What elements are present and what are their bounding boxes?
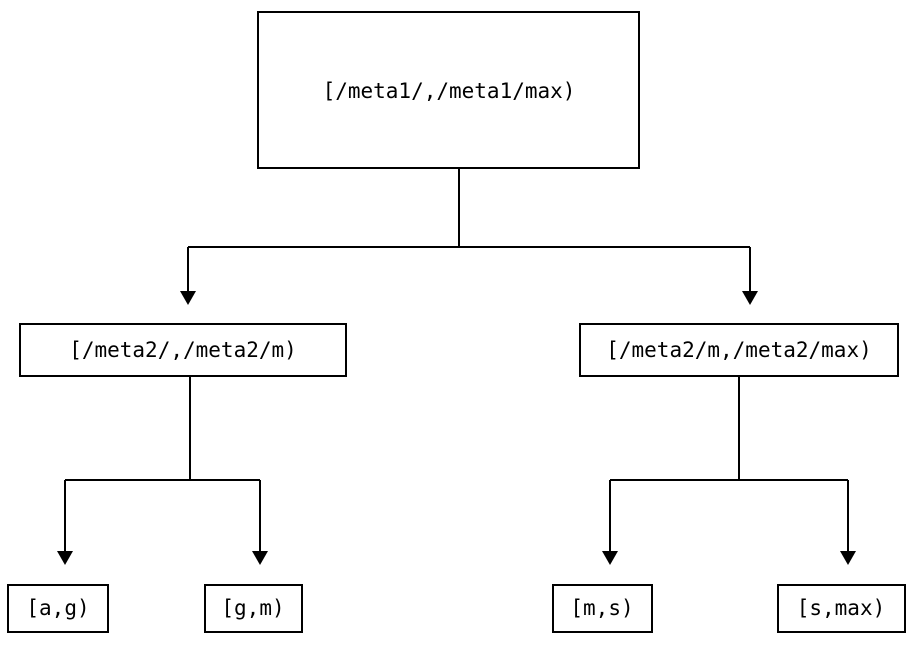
edge-mid-right-to-leaves bbox=[602, 376, 856, 565]
arrowhead-mid-right bbox=[742, 291, 758, 305]
node-mid-left[interactable]: [/meta2/,/meta2/m) bbox=[18, 322, 348, 378]
node-root-label: [/meta1/,/meta1/max) bbox=[323, 79, 576, 103]
node-leaf-4[interactable]: [s,max) bbox=[776, 583, 907, 634]
arrowhead-leaf-1 bbox=[57, 551, 73, 565]
node-mid-right-label: [/meta2/m,/meta2/max) bbox=[606, 338, 872, 362]
node-leaf-1-box[interactable] bbox=[6, 583, 110, 634]
node-root-box[interactable] bbox=[256, 10, 641, 170]
arrowhead-leaf-3 bbox=[602, 551, 618, 565]
node-leaf-4-box[interactable] bbox=[776, 583, 907, 634]
node-mid-right[interactable]: [/meta2/m,/meta2/max) bbox=[578, 322, 900, 378]
arrowhead-mid-left bbox=[180, 291, 196, 305]
node-leaf-4-label: [s,max) bbox=[797, 596, 886, 620]
node-mid-right-box[interactable] bbox=[578, 322, 900, 378]
edge-mid-left-to-leaves bbox=[57, 376, 268, 565]
arrowhead-leaf-2 bbox=[252, 551, 268, 565]
edge-root-to-mid-right bbox=[742, 247, 758, 305]
node-leaf-1-label: [a,g) bbox=[26, 596, 89, 620]
node-leaf-2[interactable]: [g,m) bbox=[203, 583, 304, 634]
node-leaf-1[interactable]: [a,g) bbox=[6, 583, 110, 634]
node-root[interactable]: [/meta1/,/meta1/max) bbox=[256, 10, 641, 170]
node-leaf-2-box[interactable] bbox=[203, 583, 304, 634]
node-mid-left-label: [/meta2/,/meta2/m) bbox=[69, 338, 297, 362]
node-leaf-3-label: [m,s) bbox=[570, 596, 633, 620]
node-leaf-3[interactable]: [m,s) bbox=[551, 583, 654, 634]
node-mid-left-box[interactable] bbox=[18, 322, 348, 378]
arrowhead-leaf-4 bbox=[840, 551, 856, 565]
edge-root-to-mid-left bbox=[180, 168, 750, 305]
node-leaf-2-label: [g,m) bbox=[221, 596, 284, 620]
node-leaf-3-box[interactable] bbox=[551, 583, 654, 634]
